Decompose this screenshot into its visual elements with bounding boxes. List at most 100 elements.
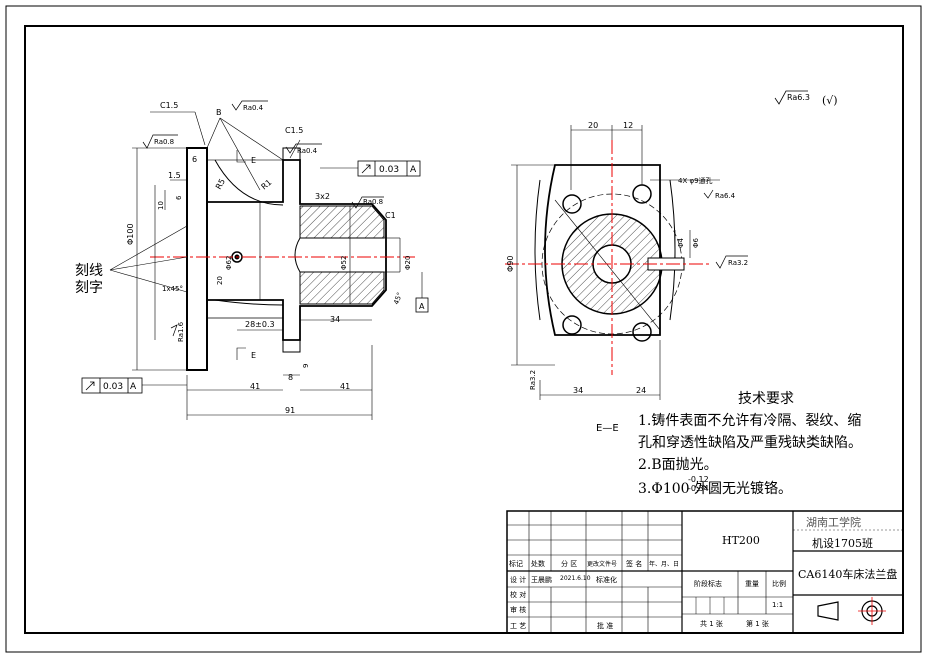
part-name: CA6140车床法兰盘 (798, 568, 898, 581)
runout-bottom-value: 0.03 (103, 382, 123, 392)
dim-10: 10 (157, 201, 165, 210)
hdr-jiaodui: 校 对 (510, 591, 527, 599)
c1-label: C1 (385, 211, 396, 220)
school-name: 湖南工学院 (806, 516, 861, 529)
notes-heading: 技术要求 (738, 391, 794, 407)
design-date: 2021.6.10 (560, 575, 591, 582)
c15-right-label: C1.5 (285, 126, 303, 135)
dim-8: 8 (288, 373, 293, 382)
runout-bottom-datum: A (130, 382, 137, 392)
left-view-labels: C1.5 B Ra0.4 C1.5 Ra0.4 Ra0.8 Ra0.8 E E … (75, 100, 412, 415)
hdr-pizhun: 批 准 (597, 622, 614, 630)
dim-20: 20 (216, 276, 224, 285)
dim-9: 9 (302, 364, 310, 368)
engrave-text-label: 刻字 (75, 280, 103, 296)
designer-name: 王晨鹏 (531, 576, 552, 584)
sheet-number: 第 1 张 (746, 620, 769, 628)
dim-24-right: 24 (636, 386, 646, 395)
hdr-jieduan: 阶段标志 (694, 580, 722, 588)
r1-label: R1 (260, 178, 274, 192)
c15-top-label: C1.5 (160, 101, 178, 110)
hdr-biaozhun: 标准化 (596, 576, 617, 584)
hdr-sheji: 设 计 (510, 576, 527, 584)
datum-a-box: A (415, 272, 429, 313)
left-section-view (186, 147, 400, 371)
hdr-fenqu: 分 区 (561, 560, 578, 568)
note-line-3-text: 3.Φ100 外圆无光镀铬。 (638, 481, 793, 497)
right-view-labels: 20 12 4X φ9通孔 Ra6.4 Ra3.2 Ra3.2 Φ90 34 2… (506, 121, 748, 395)
dim-phi6: Φ6 (692, 237, 700, 248)
ra08-mid-label: Ra0.8 (363, 198, 383, 206)
hdr-shenhe: 审 核 (510, 606, 527, 614)
hdr-nianyueri: 年、月、日 (649, 561, 680, 568)
dim-1-5: 1.5 (168, 171, 181, 180)
dim-91: 91 (285, 406, 295, 415)
material-value: HT200 (722, 534, 760, 547)
phi100-tolerance: -0.12 -0.34 (688, 475, 709, 493)
runout-frame-top: 0.03 A (320, 160, 421, 177)
hdr-gengai: 更改文件号 (587, 561, 618, 568)
b-surface-label: B (216, 108, 222, 117)
ra32-bottom-label: Ra3.2 (529, 370, 537, 390)
engrave-line-label: 刻线 (75, 263, 103, 279)
dim-phi20: Φ20 (404, 256, 412, 270)
title-block-grid (506, 510, 904, 634)
note-line-1: 1.铸件表面不允许有冷隔、裂纹、缩 (638, 413, 862, 429)
dim-28: 28±0.3 (245, 320, 275, 329)
right-end-view (534, 164, 685, 342)
note-line-3: 3.Φ100 外圆无光镀铬。 (638, 478, 792, 500)
dim-3x2: 3x2 (315, 192, 330, 201)
tol-lower: -0.34 (688, 484, 709, 493)
outer-border (5, 5, 922, 653)
hdr-bili: 比例 (772, 580, 786, 588)
hdr-qianming: 签 名 (626, 560, 643, 568)
general-roughness-label: Ra6.3 (787, 93, 810, 102)
general-roughness-paren: (√) (822, 94, 838, 107)
dim-6-top: 6 (192, 155, 197, 164)
note-line-1b: 孔和穿透性缺陷及严重残缺类缺陷。 (638, 435, 862, 451)
hdr-gongyi: 工 艺 (510, 622, 527, 630)
projection-symbol (817, 597, 886, 625)
r5-label: R5 (214, 177, 227, 191)
dim-phi52: Φ52 (340, 256, 348, 270)
hdr-chushu: 处数 (531, 560, 545, 568)
section-label: E—E (596, 423, 619, 434)
class-name: 机设1705班 (812, 537, 873, 550)
section-e-top: E (251, 156, 256, 165)
dim-phi100: Φ100 (126, 223, 135, 245)
datum-a-label: A (419, 302, 425, 311)
note-line-2: 2.B面抛光。 (638, 457, 718, 473)
ra16-left-label: Ra1.6 (177, 321, 185, 342)
section-e-bottom: E (251, 351, 256, 360)
dim-20-right: 20 (588, 121, 598, 130)
inner-border (24, 25, 904, 634)
runout-frame-bottom: 0.03 A (81, 377, 187, 394)
ra04-top-label: Ra0.4 (243, 104, 264, 112)
general-roughness: Ra6.3 (√) (774, 90, 838, 107)
dim-12-right: 12 (623, 121, 633, 130)
sheet-total: 共 1 张 (700, 620, 723, 628)
ra08-left-label: Ra0.8 (154, 138, 174, 146)
dim-34-right: 34 (573, 386, 583, 395)
dim-1x45: 1x45° (162, 285, 183, 293)
dim-41-right: 41 (340, 382, 350, 391)
dim-phi62: Φ62 (225, 256, 233, 270)
dim-6-side: 6 (175, 195, 183, 200)
ra04-right-label: Ra0.4 (297, 147, 318, 155)
dim-41-left: 41 (250, 382, 260, 391)
hdr-zhongliang: 重量 (745, 580, 759, 588)
hdr-biaoji: 标记 (509, 560, 523, 568)
dim-phi4: Φ4 (677, 237, 685, 248)
runout-top-datum: A (410, 165, 417, 175)
scale-value: 1:1 (772, 601, 784, 609)
runout-top-value: 0.03 (379, 165, 399, 175)
dim-45deg: 45° (392, 291, 404, 305)
dim-34: 34 (330, 315, 340, 324)
left-dimension-lines (109, 111, 401, 420)
dim-phi90: Φ90 (506, 256, 515, 272)
tol-upper: -0.12 (688, 475, 709, 484)
holes-label: 4X φ9通孔 (678, 176, 713, 185)
ra32-label: Ra3.2 (728, 259, 748, 267)
